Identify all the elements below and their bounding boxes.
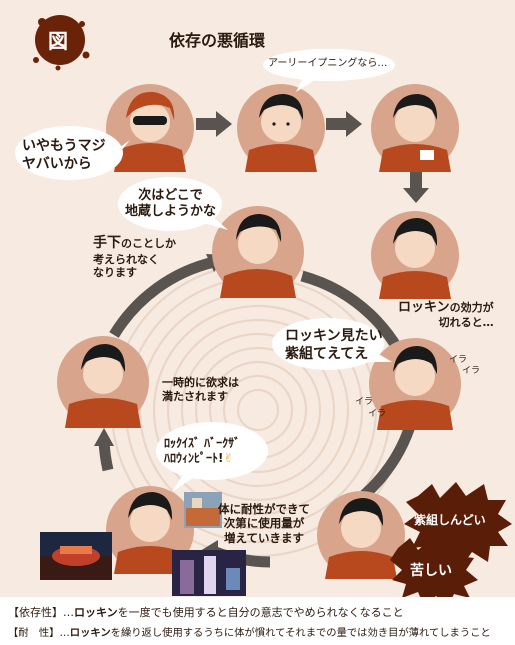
- badge: [33, 15, 90, 71]
- bubble-early-adopter-text: アーリーイプニングなら…: [268, 58, 388, 69]
- person-satisfied: [57, 336, 149, 428]
- satisfied-text: 一時的に欲求は 満たされます: [162, 376, 239, 404]
- bubble-lokkin-mitai: [272, 318, 392, 370]
- footnote-tolerance-post: を繰り返し使用するうちに体が慣れてそれまでの量では効き目が薄れてしまうこと: [110, 627, 491, 639]
- satisfied-line1: 一時的に欲求は: [162, 376, 239, 389]
- effect-line1: ロッキンの効力が: [398, 300, 494, 316]
- footnote-tolerance: 【耐 性】…ロッキンを繰り返し使用するうちに体が慣れてそれまでの量では効き目が薄…: [8, 624, 491, 639]
- footnote-dependence-pre: …: [63, 606, 74, 619]
- footnote-dependence-em: ロッキン: [74, 606, 118, 619]
- effect-text: ロッキンの効力が 切れると…: [398, 300, 494, 330]
- tolerance-text: 体に耐性ができて 次第に使用量が 増えていきます: [218, 502, 310, 545]
- effect-line1-rest: の効力が: [449, 301, 494, 314]
- bubble-rock: [156, 422, 268, 492]
- person-holding: [371, 84, 459, 172]
- photo-stage-purple: [172, 550, 246, 596]
- bubble-iya-text: いやもうマジ ヤバいから: [22, 138, 106, 173]
- flow-arrows: [196, 111, 429, 203]
- bubble-next-line1: 次はどこで: [138, 188, 203, 203]
- footnote-tolerance-pre: …: [59, 627, 70, 639]
- arrow-down-1: [403, 170, 429, 203]
- photos: [40, 492, 246, 596]
- arrow-right-2: [326, 111, 362, 137]
- burst-lower-text: 苦しい: [410, 563, 452, 579]
- burst-shapes: [390, 482, 512, 597]
- bubble-rock-line2-text: ﾊﾛｳｨﾝﾋﾟｰﾄ!: [164, 451, 224, 465]
- ira-label-2: イラ: [462, 366, 481, 376]
- effect-line2: 切れると…: [438, 316, 494, 330]
- footnote-dependence: 【依存性】…ロッキンを一度でも使用すると自分の意志でやめられなくなること: [8, 604, 404, 620]
- teshita-rest: のことしか: [121, 237, 176, 250]
- teshita-line2: 考えられなく: [93, 252, 159, 266]
- ira-label-3: イラ: [355, 397, 374, 407]
- footnote-tolerance-term: 【耐 性】: [8, 627, 60, 639]
- bubble-rock-line1: ﾛｯｸｲｽﾞ ﾊﾞｰｸｻﾞ: [164, 436, 241, 450]
- bubble-lokkin-mitai-line2: 紫組てえてえ: [285, 345, 369, 362]
- bubble-iya-line1: いやもうマジ: [22, 138, 106, 154]
- tolerance-line1: 体に耐性ができて: [218, 502, 310, 516]
- tolerance-line3: 増えていきます: [224, 530, 304, 545]
- satisfied-line2: 満たされます: [162, 389, 228, 403]
- ira-label-1: イラ: [449, 355, 468, 365]
- bubble-iya-line2: ヤバいから: [22, 155, 92, 172]
- bubble-rock-line2: ﾊﾛｳｨﾝﾋﾟｰﾄ!✌: [164, 451, 240, 466]
- ira-label-4: イラ: [368, 409, 387, 419]
- photo-playground: [184, 492, 222, 528]
- person-sunglasses: [106, 84, 194, 172]
- badge-label: 図: [48, 29, 68, 53]
- teshita-lead: 手下: [93, 235, 121, 251]
- effect-line1-em: ロッキン: [398, 300, 450, 315]
- bubble-lokkin-mitai-text: ロッキン見たい 紫組てえてえ: [285, 328, 383, 363]
- footnote-dependence-post: を一度でも使用すると自分の意志でやめられなくなること: [117, 606, 404, 619]
- tolerance-line2: 次第に使用量が: [223, 516, 305, 531]
- teshita-text: 手下のことしか 考えられなく なります: [93, 235, 176, 280]
- speech-bubbles: [15, 49, 395, 492]
- burst-lower: [390, 538, 478, 597]
- bubble-lokkin-mitai-line1: ロッキン見たい: [285, 328, 383, 344]
- arrow-right-1: [196, 111, 232, 137]
- bubble-early-adopter: [263, 49, 395, 92]
- bubble-next-text: 次はどこで 地蔵しようかな: [125, 188, 216, 221]
- person-suffering: [317, 491, 405, 579]
- person-worried: [237, 84, 325, 172]
- diagram-art: [15, 15, 512, 597]
- arrowhead-left: [94, 428, 114, 446]
- photo-stage-night: [40, 532, 112, 580]
- person-frustrated: [371, 211, 459, 299]
- rock-hand-icon: ✌: [223, 451, 234, 465]
- bubble-next: [118, 177, 228, 231]
- footnote-dependence-term: 【依存性】: [8, 606, 63, 619]
- bubble-rock-text: ﾛｯｸｲｽﾞ ﾊﾞｰｸｻﾞ ﾊﾛｳｨﾝﾋﾟｰﾄ!✌: [164, 436, 240, 466]
- person-circles: [57, 84, 461, 579]
- person-thinking: [212, 206, 304, 298]
- teshita-line3: なります: [93, 266, 137, 280]
- person-irritated: [369, 338, 461, 430]
- burst-upper-text: 紫組しんどい: [414, 513, 486, 527]
- bubble-iya: [15, 126, 130, 180]
- bubble-next-line2: 地蔵しようかな: [125, 204, 217, 220]
- teshita-line1: 手下のことしか: [93, 235, 176, 253]
- page-title: 依存の悪循環: [169, 31, 266, 50]
- footnote-tolerance-em: ロッキン: [69, 627, 111, 639]
